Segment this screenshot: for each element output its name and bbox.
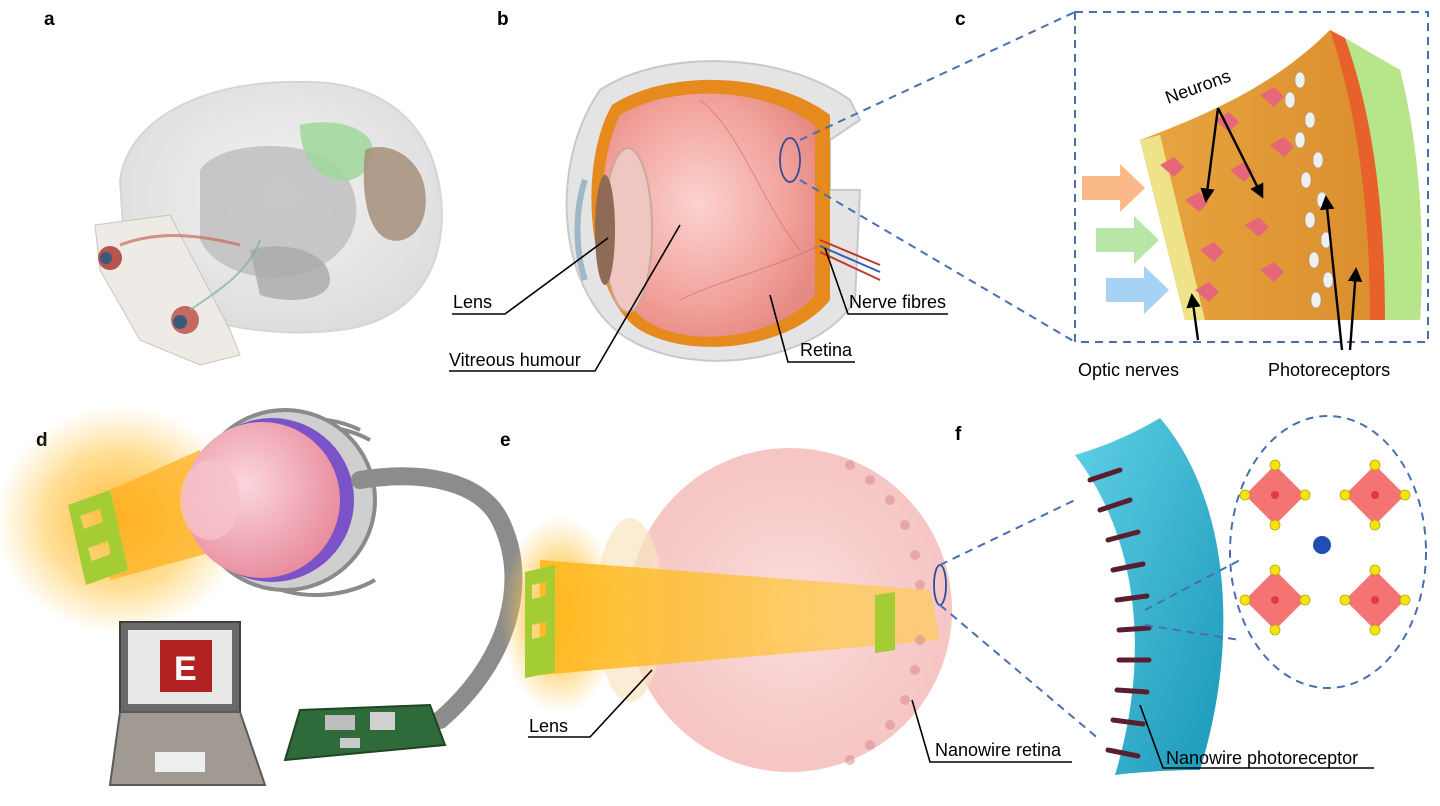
pointer-arrow [1216,107,1264,199]
panel-label-a: a [44,9,55,30]
screen-letter-e: E [174,650,197,688]
label-lens-e: Lens [529,716,568,736]
label-neurons: Neurons [1163,66,1234,108]
panel-c-illustration [1082,30,1422,320]
panel-label-c: c [955,9,966,30]
callout-line [1144,559,1241,611]
panel-d-illustration: E [0,405,523,786]
panel-label-f: f [955,424,962,445]
panel-label-b: b [497,9,509,30]
label-optic-nerves: Optic nerves [1078,360,1179,380]
callout-line [1144,624,1241,641]
light-arrow-orange [1082,164,1145,212]
label-nanowire-photoreceptor: Nanowire photoreceptor [1166,748,1358,768]
circuit-board-icon [283,703,447,762]
panel-b-illustration [565,60,881,362]
detail-frame [1074,11,1429,343]
panel-label-e: e [500,430,511,451]
panel-a-illustration [94,80,443,366]
panel-e-illustration [500,448,952,772]
light-arrow-green [1096,216,1159,264]
laptop-icon: E [108,621,267,786]
callout-line [799,11,1076,141]
letter-e-inverted-icon [875,592,895,653]
letter-e-icon [525,565,555,678]
perovskite-crystal [1239,459,1411,636]
label-photoreceptors: Photoreceptors [1268,360,1390,380]
leader-line [769,294,855,363]
leader-line [528,669,653,738]
cation-atom [1313,536,1331,554]
letter-e-icon [68,490,128,585]
pointer-arrow [1320,195,1344,351]
light-arrow-blue [1106,266,1169,314]
crystal-callout [1229,415,1427,689]
label-nanowire-retina: Nanowire retina [935,740,1062,760]
pointer-arrow [1347,267,1363,351]
callout-line [939,499,1076,566]
callout-line [799,179,1076,343]
leader-line [452,237,609,315]
leader-line [911,699,1072,763]
leader-line [449,224,681,372]
pointer-arrow [1186,293,1201,341]
leader-line [1139,704,1374,769]
leader-line [824,247,948,315]
label-vitreous-humour: Vitreous humour [449,350,581,370]
panel-f-illustration [1075,418,1224,775]
label-retina: Retina [800,340,853,360]
label-lens: Lens [453,292,492,312]
label-nerve-fibres: Nerve fibres [849,292,946,312]
pointer-arrow [1200,107,1220,203]
callout-line [939,604,1101,741]
